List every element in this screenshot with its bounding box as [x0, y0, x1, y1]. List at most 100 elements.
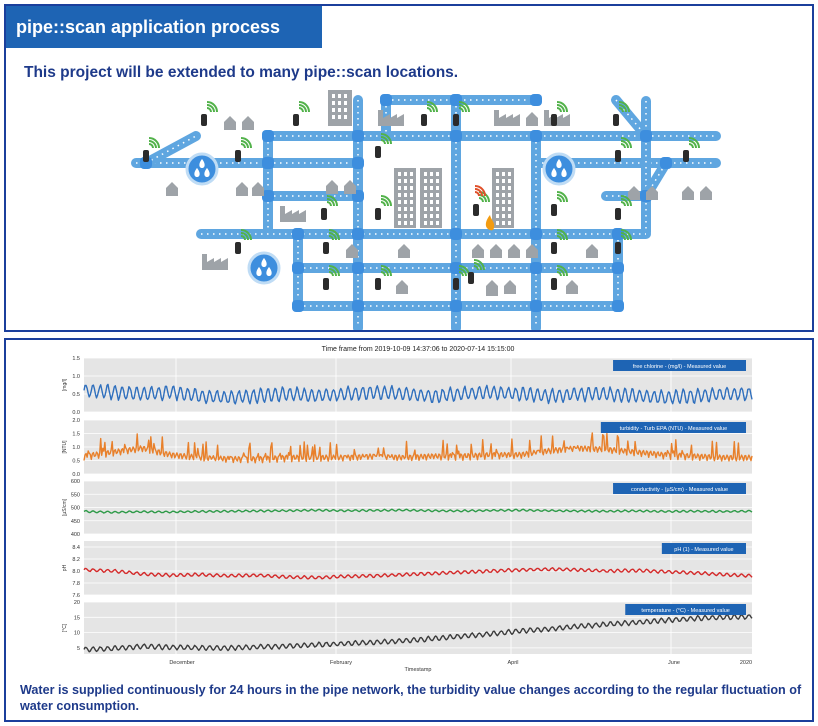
chart-panel: 0.00.51.01.5[mg/l]free chlorine - (mg/l)…: [62, 356, 753, 416]
pipe-scan-sensor-icon: [683, 137, 700, 162]
wifi-signal-icon: [426, 101, 438, 113]
office-building-icon: [328, 90, 352, 126]
pipe-scan-sensor-icon: [321, 195, 338, 220]
y-tick-label: 2.0: [72, 418, 80, 424]
wifi-signal-icon: [473, 259, 485, 271]
legend-label: pH (1) - Measured value: [674, 547, 733, 553]
house-icon: [346, 244, 358, 258]
office-building-icon: [492, 168, 514, 228]
pipe-scan-sensor-icon: [551, 265, 568, 290]
y-tick-label: 0.0: [72, 472, 80, 478]
wifi-signal-icon: [474, 185, 486, 197]
house-icon: [236, 182, 248, 196]
pipe-junction: [450, 130, 462, 142]
pipe-scan-sensor-icon: [421, 101, 438, 126]
house-icon: [396, 280, 408, 294]
wifi-signal-icon: [298, 101, 310, 113]
house-icon: [166, 182, 178, 196]
panel-title: pipe::scan application process: [6, 6, 322, 48]
wifi-signal-icon: [380, 195, 392, 207]
x-axis-label: Timestamp: [405, 667, 432, 673]
house-icon: [472, 244, 484, 258]
house-icon: [566, 280, 578, 294]
pipe-junction: [292, 228, 304, 240]
y-tick-label: 10: [74, 631, 80, 637]
pipe-scan-sensor-icon: [453, 101, 470, 126]
pipe-junction: [612, 262, 624, 274]
house-icon: [508, 244, 520, 258]
wifi-signal-icon: [206, 101, 218, 113]
house-icon: [628, 186, 640, 200]
legend-label: turbidity - Turb EPA (NTU) - Measured va…: [620, 426, 728, 432]
chart-panel: 0.00.51.01.52.0[NTU]turbidity - Turb EPA…: [62, 418, 753, 478]
office-building-icon: [394, 168, 416, 228]
house-icon: [326, 180, 338, 194]
y-tick-label: 8.4: [72, 545, 80, 551]
wifi-signal-icon: [556, 265, 568, 277]
pipe-scan-sensor-icon: [235, 229, 252, 254]
wifi-signal-icon: [620, 229, 632, 241]
data-series-line: [83, 613, 753, 653]
pipe-junction: [262, 130, 274, 142]
house-icon: [252, 182, 264, 196]
wifi-signal-icon: [618, 101, 630, 113]
wifi-signal-icon: [556, 191, 568, 203]
y-tick-label: 8.0: [72, 569, 80, 575]
legend-box: [661, 543, 746, 554]
pipe-scan-sensor-icon: [551, 101, 568, 126]
pipe-scan-sensor-icon: [613, 101, 630, 126]
pipe-junction: [530, 130, 542, 142]
y-axis-label: [µS/cm]: [62, 498, 68, 516]
pipe-scan-sensor-icon: [375, 195, 392, 220]
x-tick-label: 2020: [740, 660, 752, 666]
y-tick-label: 0.5: [72, 392, 80, 398]
house-icon: [398, 244, 410, 258]
y-tick-label: 600: [71, 479, 80, 485]
network-diagram-panel: pipe::scan application process This proj…: [4, 4, 814, 332]
pipe-junction: [352, 262, 364, 274]
factory-icon: [378, 110, 404, 126]
y-tick-label: 1.5: [72, 432, 80, 438]
pipe-junction: [450, 228, 462, 240]
legend-box: [613, 360, 746, 371]
pipe-junction: [262, 190, 274, 202]
y-tick-label: 7.6: [72, 593, 80, 599]
factory-icon: [494, 110, 520, 126]
pipe-junction: [292, 262, 304, 274]
pipe-scan-sensor-icon: [551, 191, 568, 216]
legend-box: [625, 604, 746, 615]
pipe-scan-sensor-icon: [551, 229, 568, 254]
wifi-signal-icon: [328, 229, 340, 241]
y-tick-label: 0.5: [72, 459, 80, 465]
pipe-junction: [640, 130, 652, 142]
y-axis-label: pH: [62, 564, 68, 571]
y-tick-label: 500: [71, 506, 80, 512]
pipe-scan-sensor-icon: [143, 137, 160, 162]
y-tick-label: 1.0: [72, 374, 80, 380]
measurement-chart: Time frame from 2019-10-09 14:37:06 to 2…: [62, 346, 753, 673]
pipe-network-diagram: [131, 90, 721, 330]
water-drops-icon: [542, 152, 576, 186]
fire-icon: [485, 215, 495, 231]
data-series-line: [83, 567, 753, 580]
pipe-scan-sensor-icon: [375, 265, 392, 290]
chart-caption: Water is supplied continuously for 24 ho…: [20, 683, 802, 713]
chart-title: Time frame from 2019-10-09 14:37:06 to 2…: [322, 346, 515, 353]
pipe-junction: [530, 94, 542, 106]
pipe-scan-sensor-icon: [615, 137, 632, 162]
house-icon: [344, 180, 356, 194]
house-icon: [700, 186, 712, 200]
house-icon: [242, 116, 254, 130]
legend-label: free chlorine - (mg/l) - Measured value: [633, 364, 726, 370]
house-icon: [586, 244, 598, 258]
pipe-scan-sensor-icon: [468, 259, 485, 284]
legend-label: temperature - (°C) - Measured value: [641, 608, 729, 614]
y-tick-label: 1.5: [72, 356, 80, 362]
wifi-signal-icon: [556, 101, 568, 113]
wifi-signal-icon: [556, 229, 568, 241]
wifi-signal-icon: [688, 137, 700, 149]
pipe-junction: [450, 300, 462, 312]
x-tick-label: April: [507, 660, 518, 666]
y-axis-label: [mg/l]: [62, 378, 68, 391]
